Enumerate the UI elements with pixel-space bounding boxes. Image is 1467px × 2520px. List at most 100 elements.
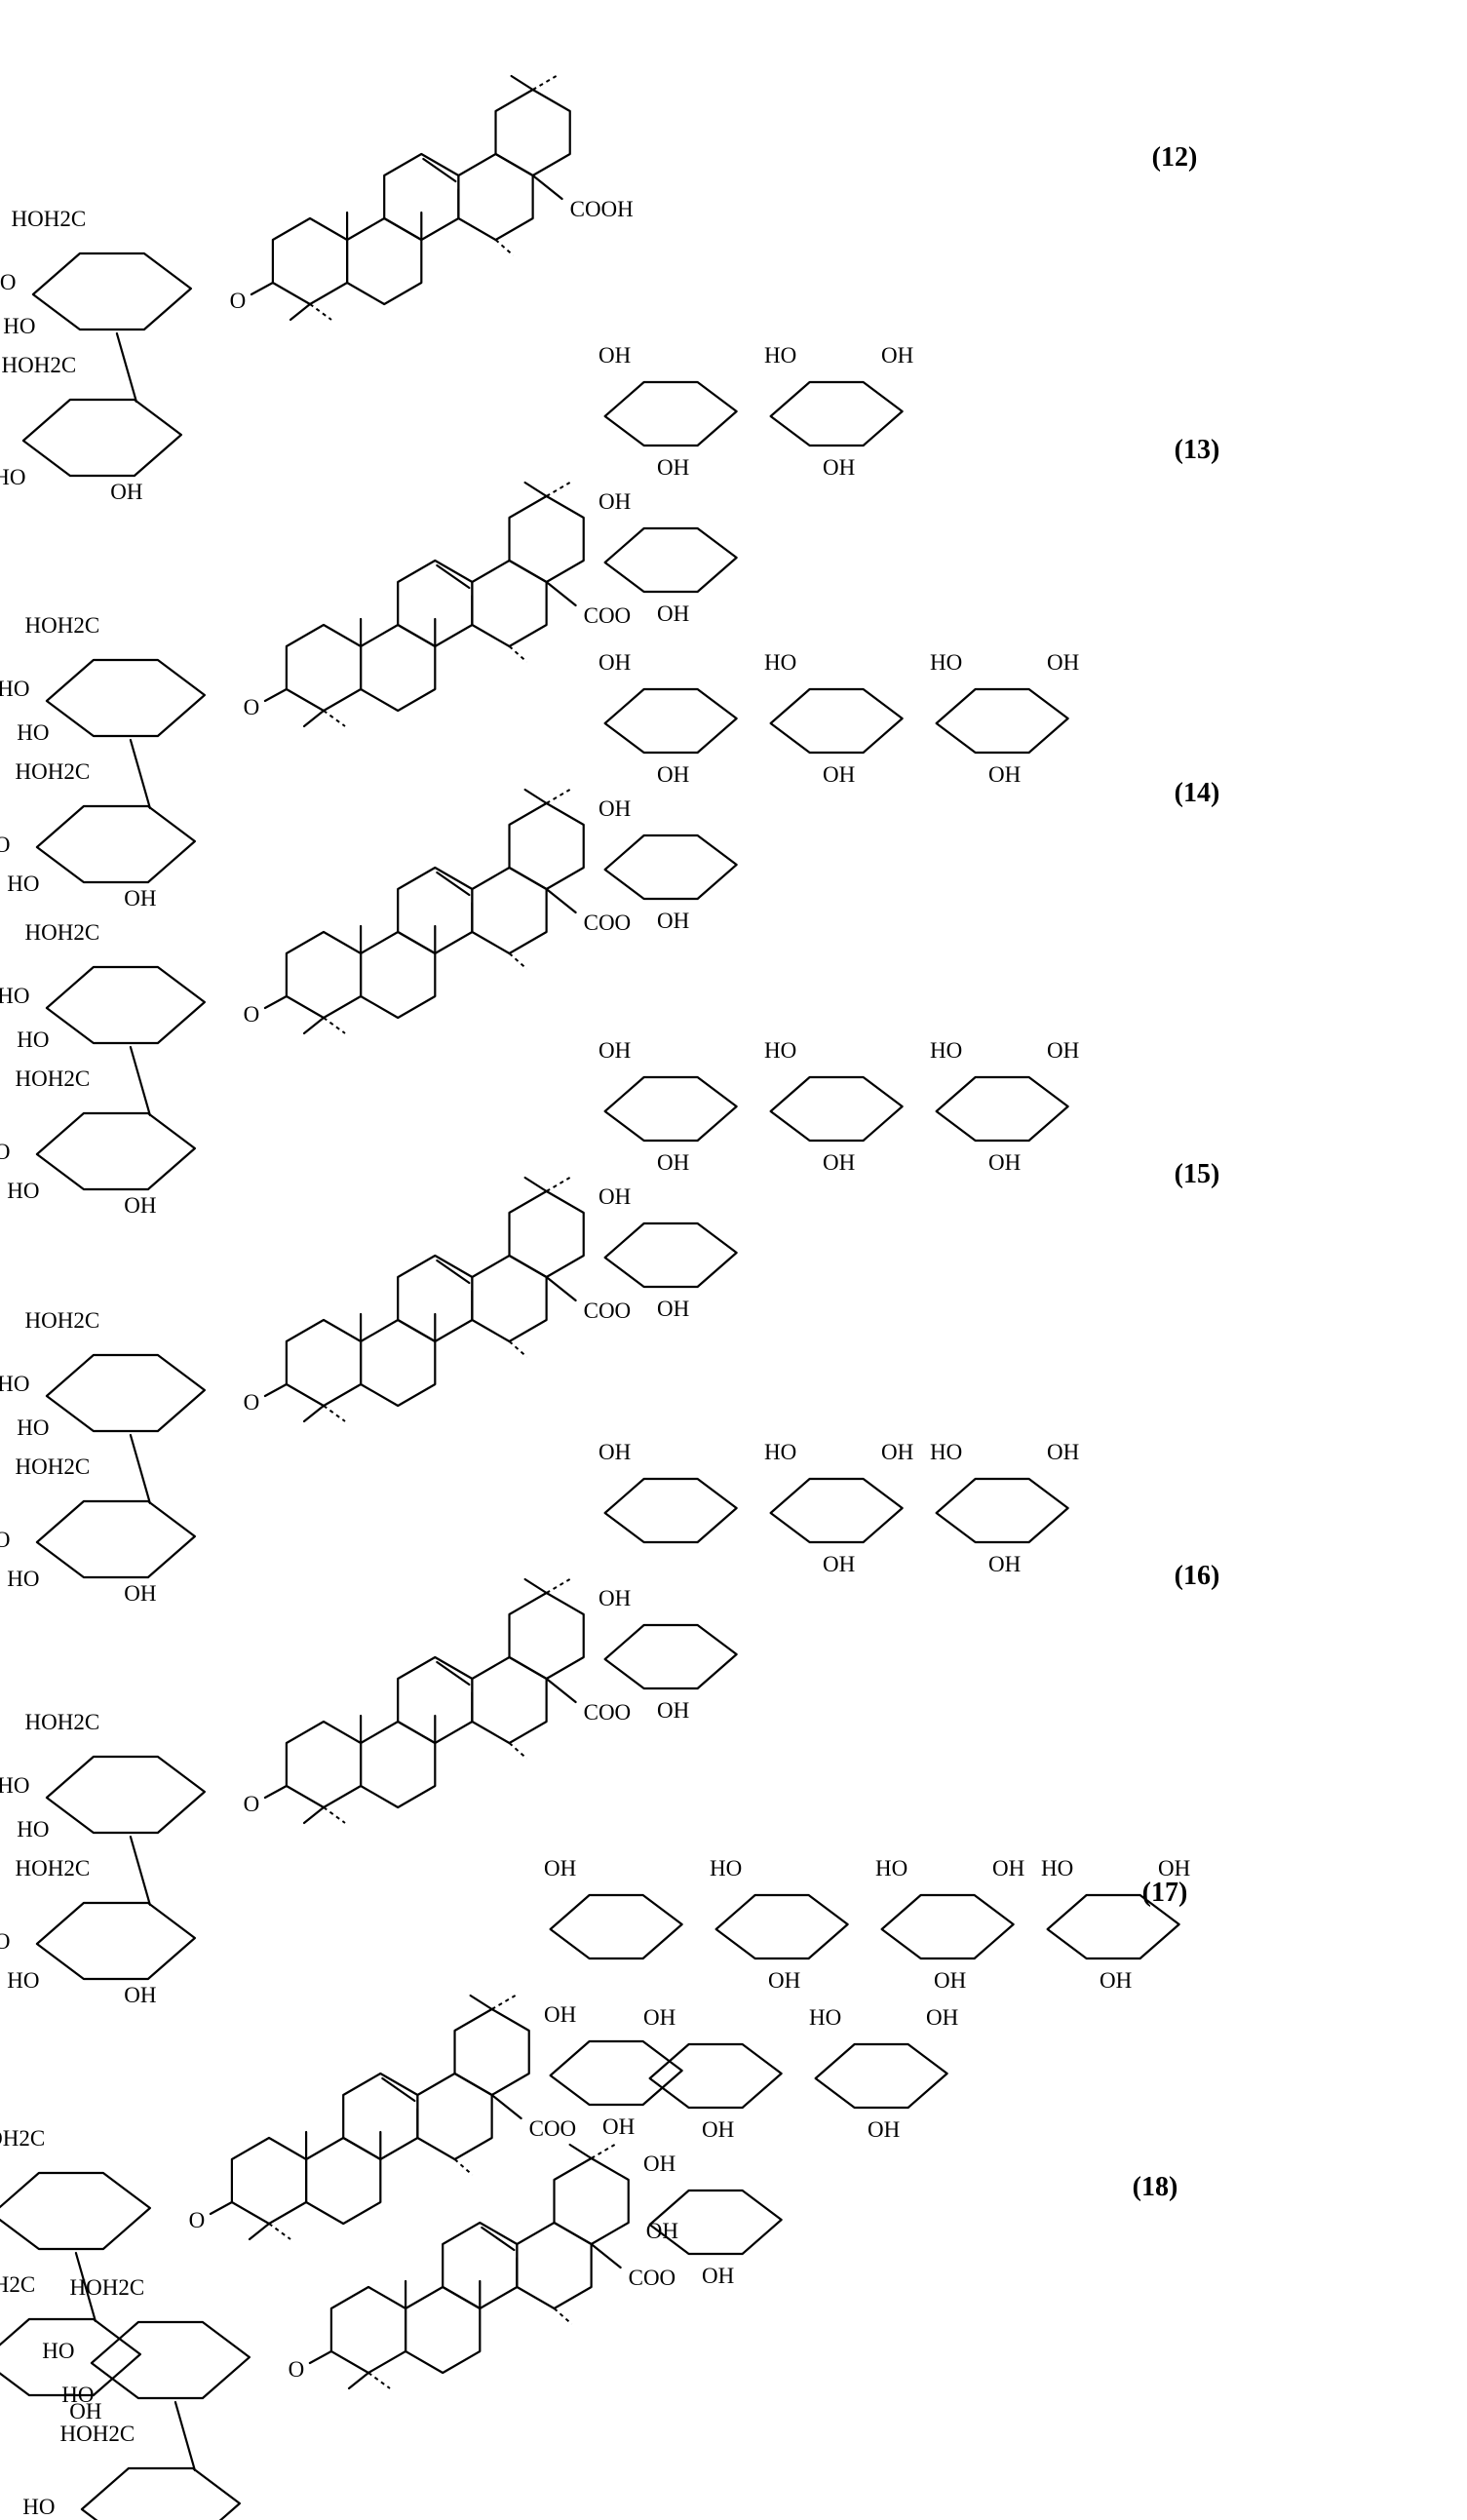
hydroxyl-label: OH [124,1193,156,1218]
methyl [469,1994,493,2011]
hydroxyl-label: OH [988,1150,1021,1175]
hydroxyl-label: OH [598,1586,631,1610]
glycosidic-bond [209,2200,233,2216]
hydroxyl-label: HO [0,1140,11,1164]
hydroxyl-label: HO [0,1773,30,1798]
hydroxyl-label: HO [764,343,796,368]
hydroxyl-label: OH [657,601,689,626]
methyl [302,1805,326,1825]
carboxyl-bond [590,2242,622,2269]
hydroxyl-label: HO [809,2005,841,2030]
hydroxymethyl-label: HOH2C [0,2272,35,2297]
glycosidic-bond [263,994,288,1010]
double-bond [481,2226,516,2252]
methyl [302,709,326,728]
hydroxyl-label: HO [42,2339,74,2363]
methyl [302,1016,326,1035]
ring-B [360,1720,437,1809]
carboxyl-bond [545,580,577,607]
ring-A [285,623,363,713]
sugar-ring [21,398,182,478]
sugar-ring [0,2317,141,2397]
hydroxyl-label: HO [7,872,39,896]
carboxyl-label: COO [629,2266,676,2290]
hydroxyl-label: HO [7,1968,39,1993]
hydroxyl-label: OH [544,2002,576,2027]
methyl [523,1577,548,1595]
carboxyl-label: COO [584,603,632,628]
hydroxymethyl-label: HOH2C [0,2126,45,2151]
double-bond [436,563,471,590]
hydroxyl-label: OH [768,1968,800,1993]
methyl [367,2372,391,2389]
hydroxyl-label: OH [823,762,855,787]
ring-D [516,2221,593,2310]
hydroxyl-label: OH [657,909,689,933]
sugar-ring [935,687,1069,755]
hydroxyl-label: OH [657,1698,689,1723]
sugar-ring [648,2189,783,2256]
ring-D [457,152,534,242]
glycosidic-oxygen: O [230,289,247,313]
hydroxyl-label: OH [646,2219,678,2243]
hydroxyl-label: OH [598,489,631,514]
hydroxyl-label: HO [17,1415,49,1440]
sugar-ring [769,1477,904,1544]
hydroxyl-label: OH [124,1581,156,1606]
hydroxyl-label: HO [875,1856,907,1880]
hydroxyl-label: HO [0,1929,11,1954]
ring-E [494,88,571,177]
glycosidic-bond [250,281,274,296]
hydroxyl-label: OH [988,1552,1021,1576]
compound-17: (17)COOOHOH2CHOHOHOH2CHOHOOHOHOHOHHOOHHO… [0,1856,1190,2423]
methyl [508,952,528,970]
interglycosidic-bond [129,1835,151,1907]
hydroxyl-label: OH [1100,1968,1132,1993]
glycosidic-oxygen: O [289,2357,305,2382]
sugar-ring [35,1111,196,1191]
ring-B [405,2285,482,2375]
glycosidic-oxygen: O [244,1390,260,1415]
sugar-ring [35,804,196,884]
compound-label: (18) [1133,2172,1178,2202]
ring-A [285,1318,363,1408]
ring-B [305,2136,382,2226]
ring-A [285,930,363,1020]
methyl [508,645,528,663]
ring-E [508,801,585,891]
carboxyl-bond [490,2093,522,2120]
hydroxyl-label: OH [702,2117,734,2142]
hydroxyl-label: HO [61,2383,94,2407]
compound-12: (12)COOHOHOH2CHOHOHOH2CHOHOOH [0,74,1197,504]
double-bond [436,1660,471,1686]
hydroxyl-label: HO [22,2495,55,2519]
hydroxyl-label: OH [657,762,689,787]
ring-A [271,216,349,306]
methyl [523,481,548,498]
hydroxyl-label: OH [598,343,631,368]
methyl [453,2158,474,2176]
methyl [323,1405,346,1422]
sugar-ring [603,834,738,901]
ring-B [360,1318,437,1408]
hydroxymethyl-label: HOH2C [16,1066,91,1091]
hydroxymethyl-label: HOH2C [70,2275,145,2300]
ring-D [471,1254,548,1343]
hydroxyl-label: OH [110,480,142,504]
interglycosidic-bond [74,2251,97,2323]
double-bond [381,2076,416,2103]
hydroxyl-label: OH [823,1150,855,1175]
hydroxyl-label: OH [934,1968,966,1993]
methyl [510,74,534,92]
carboxyl-bond [545,887,577,914]
compound-label: (15) [1175,1159,1220,1189]
ring-D [471,1655,548,1745]
sugar-ring [1046,1893,1180,1960]
hydroxyl-label: HO [0,1528,11,1552]
hydroxyl-label: OH [1047,650,1079,675]
hydroxyl-label: HO [930,1440,962,1464]
methyl [546,1578,571,1594]
sugar-ring [769,687,904,755]
interglycosidic-bond [115,331,137,404]
